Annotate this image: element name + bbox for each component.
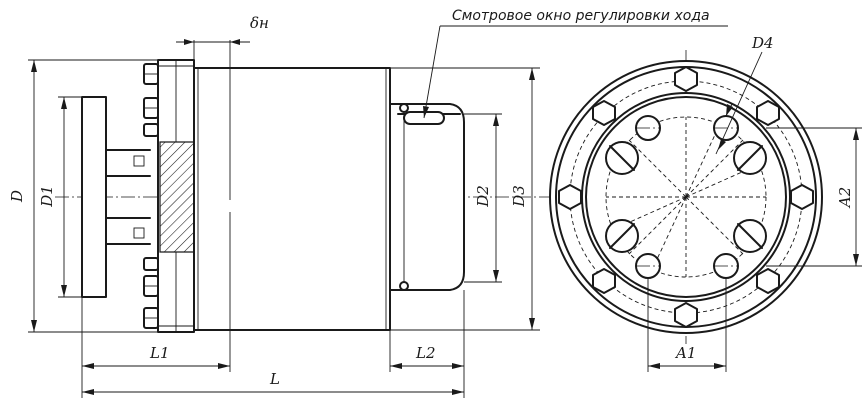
svg-text:δн: δн [250, 14, 269, 32]
radial-lines [606, 117, 766, 277]
svg-text:D4: D4 [751, 34, 774, 52]
dimension-A1: A1 [647, 278, 727, 372]
dimension-D1: D1 [38, 96, 82, 298]
svg-text:A1: A1 [674, 344, 696, 362]
main-body [193, 67, 391, 331]
svg-text:L2: L2 [415, 344, 436, 362]
svg-text:L: L [269, 370, 280, 388]
flange-bolts-side [143, 63, 159, 329]
mounting-plate [81, 96, 107, 298]
dimension-D2: D2 [464, 113, 502, 283]
small-holes [635, 115, 739, 279]
svg-text:L1: L1 [149, 344, 170, 362]
viewing-window-label: Смотровое окно регулировки хода [452, 8, 710, 24]
svg-text:D2: D2 [474, 185, 492, 208]
shaft [105, 149, 151, 245]
dimension-A2: A2 [766, 127, 862, 267]
dimension-L1: L1 [81, 212, 231, 398]
svg-text:D3: D3 [510, 185, 528, 208]
svg-text:D1: D1 [38, 185, 56, 208]
dimension-D: D [8, 59, 158, 333]
svg-text:D: D [8, 190, 26, 203]
dimension-L2: L2 [389, 290, 465, 372]
dimension-L: L [82, 370, 465, 398]
svg-text:A2: A2 [836, 187, 854, 209]
inner-screws [605, 141, 767, 253]
right-cap [389, 103, 465, 291]
front-view: D4 A2 A1 [548, 34, 862, 372]
flange-hex-bolts [558, 66, 814, 328]
side-view: D D1 D2 D3 [8, 8, 728, 398]
dimension-delta-n: δн [176, 14, 269, 200]
dimension-D4: D4 [715, 34, 774, 155]
viewing-window-leader: Смотровое окно регулировки хода [423, 8, 728, 119]
dimension-D3: D3 [390, 67, 540, 331]
